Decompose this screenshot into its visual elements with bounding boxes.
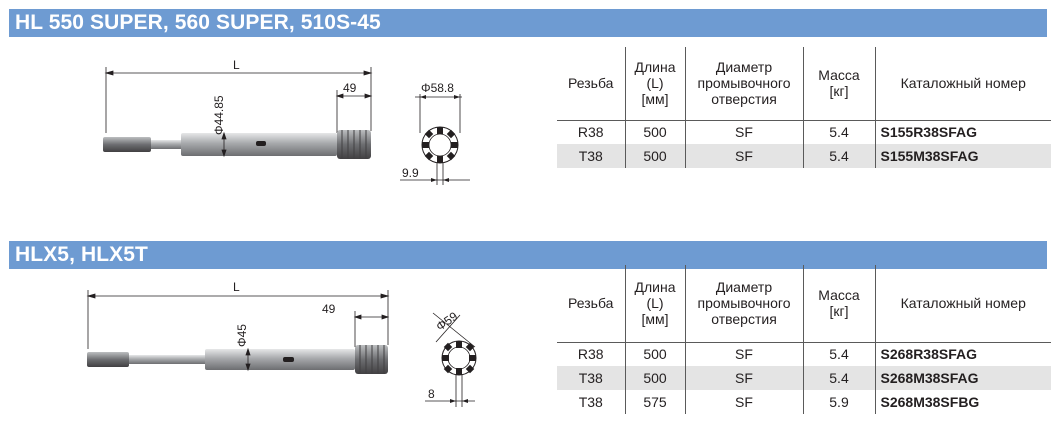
cell-catalog: S155M38SFAG — [875, 144, 1051, 168]
cell-length: 500 — [625, 342, 686, 366]
shank-drawing: L 49 Φ44.85 Φ58.8 9.9 — [0, 37, 550, 197]
end-view — [400, 94, 470, 185]
table-row: R38 500 SF 5.4 S155R38SFAG — [557, 120, 1051, 144]
shank-body — [87, 345, 388, 374]
shank-dimension — [353, 311, 390, 347]
header-mass-text: Масса [кг] — [818, 67, 860, 100]
cell-flush: SF — [685, 366, 804, 390]
spline-dim-label: 8 — [428, 387, 435, 401]
header-catalog-number: Каталожный номер — [875, 47, 1051, 121]
header-flush-diameter: Диаметр промывочного отверстия — [685, 265, 804, 343]
cell-thread: T38 — [557, 366, 626, 390]
header-mass: Масса [кг] — [803, 265, 876, 343]
header-flush-text: Диаметр промывочного отверстия — [697, 279, 791, 328]
section-title: HL 550 SUPER, 560 SUPER, 510S-45 — [9, 9, 1047, 37]
cell-mass: 5.4 — [803, 120, 876, 144]
table-row: T38 500 SF 5.4 S155M38SFAG — [557, 144, 1051, 168]
table-row: T38 500 SF 5.4 S268M38SFAG — [557, 366, 1051, 390]
length-dimension — [86, 290, 390, 349]
shank-drawing-svg — [86, 290, 477, 407]
shank-dim-label: 49 — [322, 302, 336, 316]
header-mass: Масса [кг] — [803, 47, 876, 121]
shank-dim-label: 49 — [343, 81, 357, 95]
cell-thread: T38 — [557, 144, 626, 168]
cell-flush: SF — [685, 390, 804, 414]
cell-length: 500 — [625, 144, 686, 168]
length-dimension — [104, 67, 373, 133]
cell-thread: R38 — [557, 342, 626, 366]
product-section-1: HL 550 SUPER, 560 SUPER, 510S-45 — [0, 0, 1051, 200]
header-mass-text: Масса [кг] — [818, 287, 860, 320]
length-label: L — [233, 280, 240, 294]
header-length: Длина (L) [мм] — [625, 265, 686, 343]
cell-catalog: S268R38SFAG — [875, 342, 1051, 366]
spline-dim-label: 9.9 — [402, 166, 419, 180]
table-row: R38 500 SF 5.4 S268R38SFAG — [557, 342, 1051, 366]
cell-catalog: S268M38SFAG — [875, 366, 1051, 390]
cell-thread: R38 — [557, 120, 626, 144]
diameter-dimension — [221, 131, 227, 158]
cell-mass: 5.9 — [803, 390, 876, 414]
cell-catalog: S268M38SFBG — [875, 390, 1051, 414]
cell-mass: 5.4 — [803, 144, 876, 168]
header-flush-diameter: Диаметр промывочного отверстия — [685, 47, 804, 121]
cell-mass: 5.4 — [803, 342, 876, 366]
cell-length: 500 — [625, 120, 686, 144]
header-flush-text: Диаметр промывочного отверстия — [697, 59, 791, 108]
cell-length: 575 — [625, 390, 686, 414]
cell-flush: SF — [685, 342, 804, 366]
body-diameter-label: Φ44.85 — [212, 95, 226, 135]
spec-table: Резьба Длина (L) [мм] Диаметр промывочно… — [557, 265, 1051, 414]
shank-drawing-svg — [103, 67, 470, 185]
shank-body — [103, 130, 371, 159]
cell-flush: SF — [685, 144, 804, 168]
header-length-text: Длина (L) [мм] — [634, 279, 676, 328]
cell-mass: 5.4 — [803, 366, 876, 390]
cell-flush: SF — [685, 120, 804, 144]
body-diameter-label: Φ45 — [235, 324, 249, 347]
table-row: T38 575 SF 5.9 S268M38SFBG — [557, 390, 1051, 414]
header-thread: Резьба — [557, 265, 626, 343]
cell-thread: T38 — [557, 390, 626, 414]
length-label: L — [233, 58, 240, 72]
shank-drawing: L 49 Φ45 Φ59 8 — [0, 269, 550, 423]
header-length: Длина (L) [мм] — [625, 47, 686, 121]
header-catalog-number: Каталожный номер — [875, 265, 1051, 343]
product-section-2: HLX5, HLX5T — [0, 232, 1051, 423]
cell-catalog: S155R38SFAG — [875, 120, 1051, 144]
end-diameter-label: Φ58.8 — [421, 81, 454, 95]
header-length-text: Длина (L) [мм] — [634, 59, 676, 108]
header-thread: Резьба — [557, 47, 626, 121]
diameter-dimension — [245, 347, 251, 372]
section-title: HLX5, HLX5T — [9, 241, 1047, 269]
end-view — [425, 312, 477, 407]
shank-dimension — [335, 90, 373, 133]
spec-table: Резьба Длина (L) [мм] Диаметр промывочно… — [557, 47, 1051, 168]
cell-length: 500 — [625, 366, 686, 390]
